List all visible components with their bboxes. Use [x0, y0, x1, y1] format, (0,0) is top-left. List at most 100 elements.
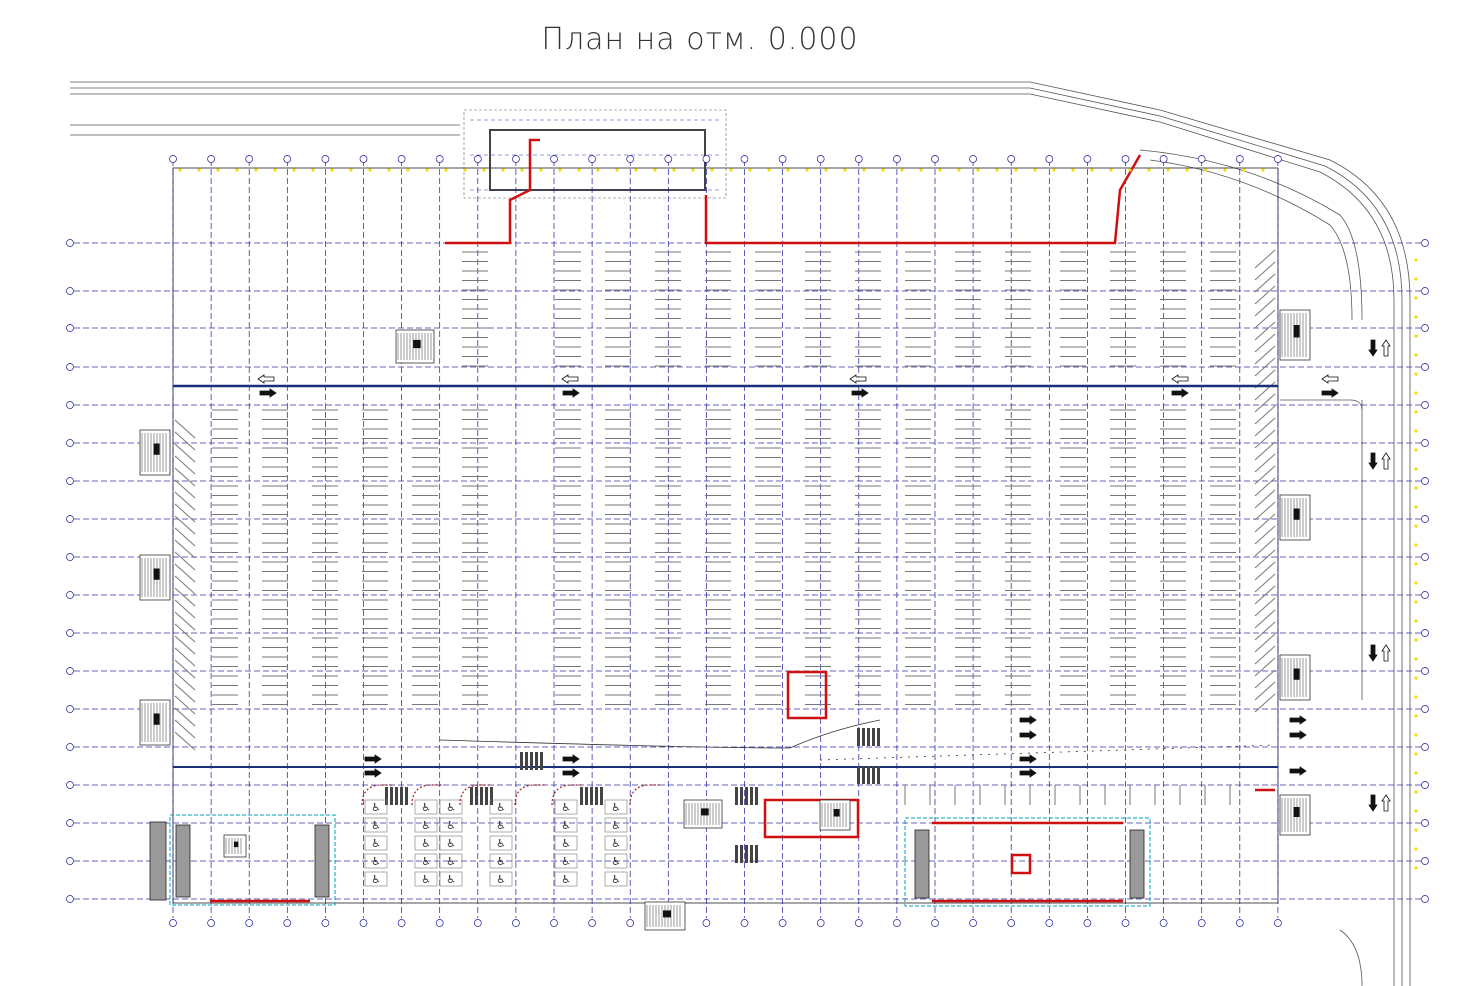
perimeter-marker	[1414, 372, 1418, 376]
crosswalk-stripe	[867, 766, 870, 784]
angled-stripe	[1254, 597, 1276, 617]
angled-stripe	[174, 647, 196, 667]
perimeter-marker	[1147, 168, 1151, 172]
perimeter-marker	[1414, 524, 1418, 528]
axis-bubble-icon	[1083, 155, 1092, 163]
angled-stripe	[1254, 681, 1276, 701]
accessible-bay	[489, 799, 513, 815]
angled-stripe	[1254, 657, 1276, 677]
angled-stripe	[1254, 525, 1276, 545]
site-line-9	[1339, 929, 1363, 986]
angled-stripe	[174, 623, 196, 643]
axis-bubble-icon	[66, 477, 74, 485]
axis-bubble-icon	[66, 819, 74, 827]
site-outline	[70, 81, 1411, 986]
axis-bubble-icon	[588, 155, 596, 163]
wheelchair-icon: ♿	[371, 837, 381, 850]
axis-bubble-icon	[1421, 705, 1429, 713]
perimeter-marker	[463, 168, 467, 172]
axis-bubble-icon	[1007, 919, 1016, 927]
angled-stripe	[174, 599, 196, 619]
angled-stripe	[1254, 453, 1276, 473]
perimeter-marker	[520, 168, 524, 172]
axis-bubble-icon	[1235, 155, 1244, 163]
perimeter-marker	[501, 168, 505, 172]
wheelchair-icon: ♿	[611, 873, 621, 886]
axis-bubble-icon	[66, 781, 74, 789]
axis-bubble-icon	[816, 919, 825, 927]
angled-stripe	[174, 479, 196, 499]
angled-stripe	[1254, 309, 1276, 329]
perimeter-marker	[862, 168, 866, 172]
crosswalk-stripe	[872, 728, 875, 746]
evac-zone-east	[904, 817, 1151, 907]
accessible-curb-3	[514, 784, 545, 806]
perimeter-marker	[805, 168, 809, 172]
angled-stripe	[1254, 273, 1276, 293]
axis-bubble-icon	[1421, 239, 1429, 247]
crosswalk-stripe	[540, 752, 543, 770]
accessible-curb-4	[551, 784, 582, 806]
perimeter-marker	[634, 168, 638, 172]
evac-zone-west	[169, 814, 336, 906]
perimeter-marker	[1414, 619, 1418, 623]
perimeter-marker	[330, 168, 334, 172]
yellow-markers	[178, 168, 1418, 870]
stair-mark	[153, 443, 160, 455]
accessible-parking: ♿♿♿♿♿♿♿♿♿♿♿♿♿♿♿♿♿♿♿♿♿♿♿♿♿♿♿♿♿♿	[361, 784, 660, 887]
angled-stripe	[1254, 261, 1276, 281]
perimeter-marker	[1414, 828, 1418, 832]
perimeter-marker	[976, 168, 980, 172]
stair-core-icon	[139, 429, 171, 476]
axis-bubble-icon	[321, 919, 330, 927]
crosswalk-stripe	[750, 845, 753, 863]
arrow-shape	[562, 388, 580, 398]
arrow-shape	[1019, 754, 1037, 764]
stair-core-icon	[1279, 309, 1311, 361]
angled-stripe	[174, 431, 196, 451]
direction-arrow-icon	[1019, 715, 1037, 725]
crosswalk-stripe	[480, 787, 483, 805]
crosswalk-stripe	[390, 787, 393, 805]
stair-core-icon	[683, 799, 723, 829]
direction-arrow-icon	[1171, 388, 1189, 398]
perimeter-marker	[558, 168, 562, 172]
perimeter-marker	[957, 168, 961, 172]
ramp-block-outline	[463, 109, 727, 199]
axis-bubble-icon	[1274, 919, 1282, 927]
perimeter-marker	[1414, 562, 1418, 566]
accessible-bay	[414, 799, 438, 815]
site-line-6	[1149, 159, 1353, 321]
crosswalk-stripe	[877, 728, 880, 746]
perimeter-marker	[482, 168, 486, 172]
axis-bubble-icon	[66, 363, 74, 371]
perimeter-marker	[1414, 733, 1418, 737]
crosswalk-stripe	[395, 787, 398, 805]
accessible-bay	[489, 853, 513, 869]
arrow-shape	[259, 388, 277, 398]
axis-bubble-icon	[1159, 155, 1168, 163]
perimeter-marker	[843, 168, 847, 172]
perimeter-marker	[1414, 334, 1418, 338]
axis-bubble-icon	[66, 705, 74, 713]
angled-stripe	[1254, 321, 1276, 341]
perimeter-marker	[1414, 391, 1418, 395]
accessible-bay	[604, 853, 628, 869]
perimeter-marker	[824, 168, 828, 172]
axis-bubble-icon	[283, 919, 292, 927]
core-shaft-4	[1129, 829, 1145, 899]
direction-arrow-icon	[1368, 452, 1378, 470]
wheelchair-icon: ♿	[561, 837, 571, 850]
perimeter-marker	[1414, 258, 1418, 262]
site-line-2	[70, 93, 1395, 986]
crosswalk-stripe	[862, 728, 865, 746]
wheelchair-icon: ♿	[611, 855, 621, 868]
stair-mark	[1293, 508, 1300, 520]
direction-arrow-icon	[1368, 644, 1378, 662]
perimeter-marker	[1223, 168, 1227, 172]
perimeter-marker	[1414, 277, 1418, 281]
perimeter-marker	[1414, 467, 1418, 471]
crosswalk-stripe	[735, 845, 738, 863]
direction-arrow-icon	[1321, 388, 1339, 398]
axis-bubble-icon	[321, 155, 330, 163]
